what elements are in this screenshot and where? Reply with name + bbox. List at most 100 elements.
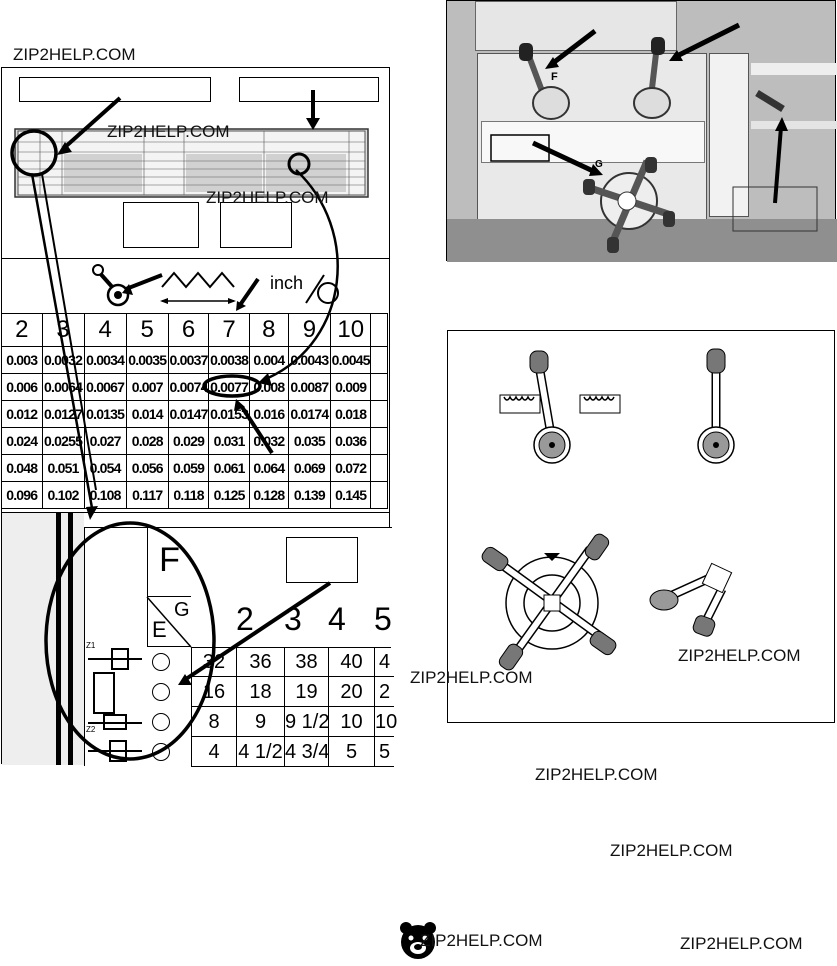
feed-chart-cell: 0.0153 (208, 400, 250, 428)
feed-chart-cell: 0.0037 (167, 346, 210, 374)
eg-header-cell (147, 597, 191, 647)
feed-chart-cell: 0.0174 (287, 400, 331, 428)
watermark: ZIP2HELP.COM (206, 188, 329, 207)
feed-chart-cell: 0.0087 (287, 373, 331, 401)
watermark: ZIP2HELP.COM (680, 934, 803, 953)
callout-box-mid-right (220, 202, 292, 248)
watermark: ZIP2HELP.COM (610, 841, 733, 860)
cross-lever-diagram (649, 562, 733, 637)
feed-chart-cell: 0.056 (125, 454, 169, 482)
gearbox-cell: 2 (374, 677, 394, 707)
right-column-chart (709, 53, 749, 217)
feed-chart-cell: 0.096 (1, 481, 43, 509)
lever-left-diagram (499, 350, 621, 464)
feed-chart-cell: 0.007 (125, 373, 169, 401)
gear-position-icon (152, 683, 170, 701)
frame-black-rail (56, 513, 61, 765)
feed-chart-cell: 0.0034 (83, 346, 127, 374)
watermark: ZIP2HELP.COM (410, 668, 533, 687)
gearbox-column-header-row (191, 597, 391, 648)
gearbox-cell: 40 (328, 647, 374, 677)
gear-position-icon (152, 743, 170, 761)
feed-chart-cell: 0.102 (41, 481, 85, 509)
feed-chart-cell: 0.118 (167, 481, 210, 509)
feed-chart-cell: 0.027 (83, 427, 127, 455)
feed-chart-units-label: inch (270, 273, 304, 293)
gearbox-cell: 9 1/2 (284, 707, 329, 737)
feed-chart-column-header: 9 (287, 313, 331, 347)
feed-chart-cell: 0.072 (329, 454, 372, 482)
gearbox-column-header: 4 (328, 601, 346, 637)
gear-position-icon (152, 713, 170, 731)
lever-right-diagram (697, 348, 735, 464)
gearbox-cell: 5 (328, 737, 374, 767)
gearbox-cell: 18 (236, 677, 284, 707)
feed-chart-cell: 0.0067 (83, 373, 127, 401)
photo-dial-letter: G (595, 159, 603, 170)
e-label: E (152, 617, 167, 642)
feed-chart-cell: 0.0038 (208, 346, 250, 374)
bed-rail (751, 63, 837, 75)
gearbox-callout-marks (44, 521, 332, 761)
g-label: G (174, 599, 190, 621)
feed-chart-cell: 0.145 (329, 481, 372, 509)
feed-chart-column-header: 10 (329, 313, 372, 347)
gearbox-cell: 4 3/4 (284, 737, 329, 767)
gearbox-cell: 20 (328, 677, 374, 707)
gearbox-cell: 4 1/2 (236, 737, 284, 767)
gearbox-cell: 4 (191, 737, 236, 767)
eg-header-diagonal (146, 596, 192, 648)
f-header-cell: F (147, 527, 191, 597)
feed-chart-cell: 0.048 (1, 454, 43, 482)
gearbox-cell: 10 (374, 707, 397, 737)
feed-chart-cell: 0.0035 (125, 346, 169, 374)
chart-overview-panel (1, 67, 390, 260)
gearbox-column-header: 2 (236, 601, 254, 637)
feed-chart-cell: 0.128 (248, 481, 289, 509)
gearbox-cell: 4 (374, 647, 394, 677)
gear-label-z1: Z1 (86, 641, 96, 650)
callout-box-gearbox (286, 537, 358, 583)
strip-chart-photo (481, 121, 705, 163)
feed-chart-column-header: 4 (83, 313, 127, 347)
photo-lever-letter: F (551, 71, 558, 83)
feed-chart-cell: 0.117 (125, 481, 169, 509)
feed-chart-cell: 0.0135 (83, 400, 127, 428)
callout-box-top-right (239, 77, 379, 102)
connector-arrows (30, 169, 339, 520)
watermark: ZIP2HELP.COM (678, 646, 801, 665)
lever-diagrams (481, 348, 735, 671)
lever-diagram-panel (447, 330, 835, 723)
gearbox-cell: 36 (236, 647, 284, 677)
watermark: ZIP2HELP.COM (535, 765, 658, 784)
gearbox-column-header: 5 (374, 601, 392, 637)
callout-box-top-left (19, 77, 211, 102)
gear-label-z2: Z2 (86, 725, 96, 734)
feed-chart-column-header: 6 (167, 313, 210, 347)
feed-chart-column-header: 5 (125, 313, 169, 347)
feed-chart-column-header: 7 (208, 313, 250, 347)
feed-chart-cell: 0.139 (287, 481, 331, 509)
frame-black-rail-2 (68, 513, 73, 765)
machine-photo-panel: F G (446, 0, 837, 262)
feed-chart-cell: 0.125 (208, 481, 250, 509)
feed-chart-callout-marks (202, 374, 274, 455)
machine-photo-drawing (490, 22, 818, 253)
feed-chart-cell: 0.009 (329, 373, 372, 401)
gear-position-icon (152, 653, 170, 671)
watermark: ZIP2HELP.COM (420, 931, 543, 950)
feed-chart-header-icons (92, 264, 339, 311)
gearbox-cell: 38 (284, 647, 328, 677)
feed-chart-cell: 0.035 (287, 427, 331, 455)
callout-box-mid-left (123, 202, 199, 248)
feed-chart-cell: 0.064 (248, 454, 289, 482)
